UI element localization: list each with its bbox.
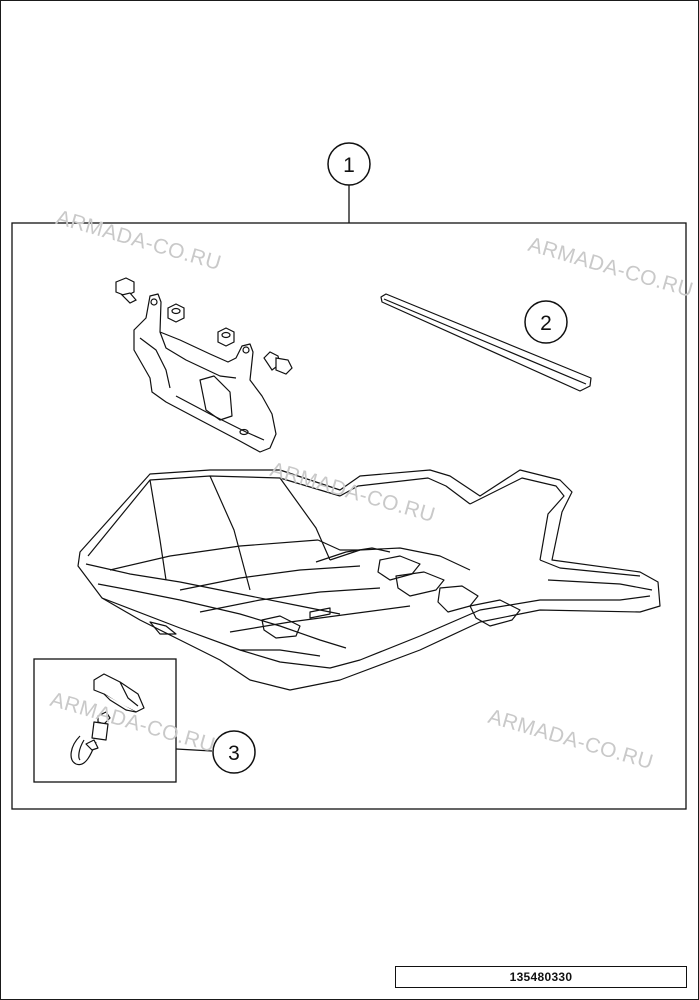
quick-release-fastener (70, 711, 111, 766)
callout-1-number: 1 (343, 154, 355, 177)
mounting-bracket (133, 293, 277, 453)
diagram-number: 135480330 (509, 970, 573, 984)
callout-3-number: 3 (228, 742, 240, 765)
nut-right (217, 327, 235, 347)
callout-3[interactable]: 3 (175, 730, 256, 774)
bolt-right (263, 351, 293, 375)
callout-2[interactable]: 2 (524, 300, 568, 344)
diagram-number-box: 135480330 (395, 966, 687, 988)
bolt-left (115, 277, 137, 304)
callout-1[interactable]: 1 (327, 142, 371, 223)
skid-plate (77, 469, 661, 691)
nut-left (167, 303, 185, 323)
callout-2-number: 2 (540, 312, 552, 335)
protective-strip (380, 293, 592, 392)
hardware-detail-box (33, 658, 177, 783)
mounting-clip (93, 673, 145, 713)
